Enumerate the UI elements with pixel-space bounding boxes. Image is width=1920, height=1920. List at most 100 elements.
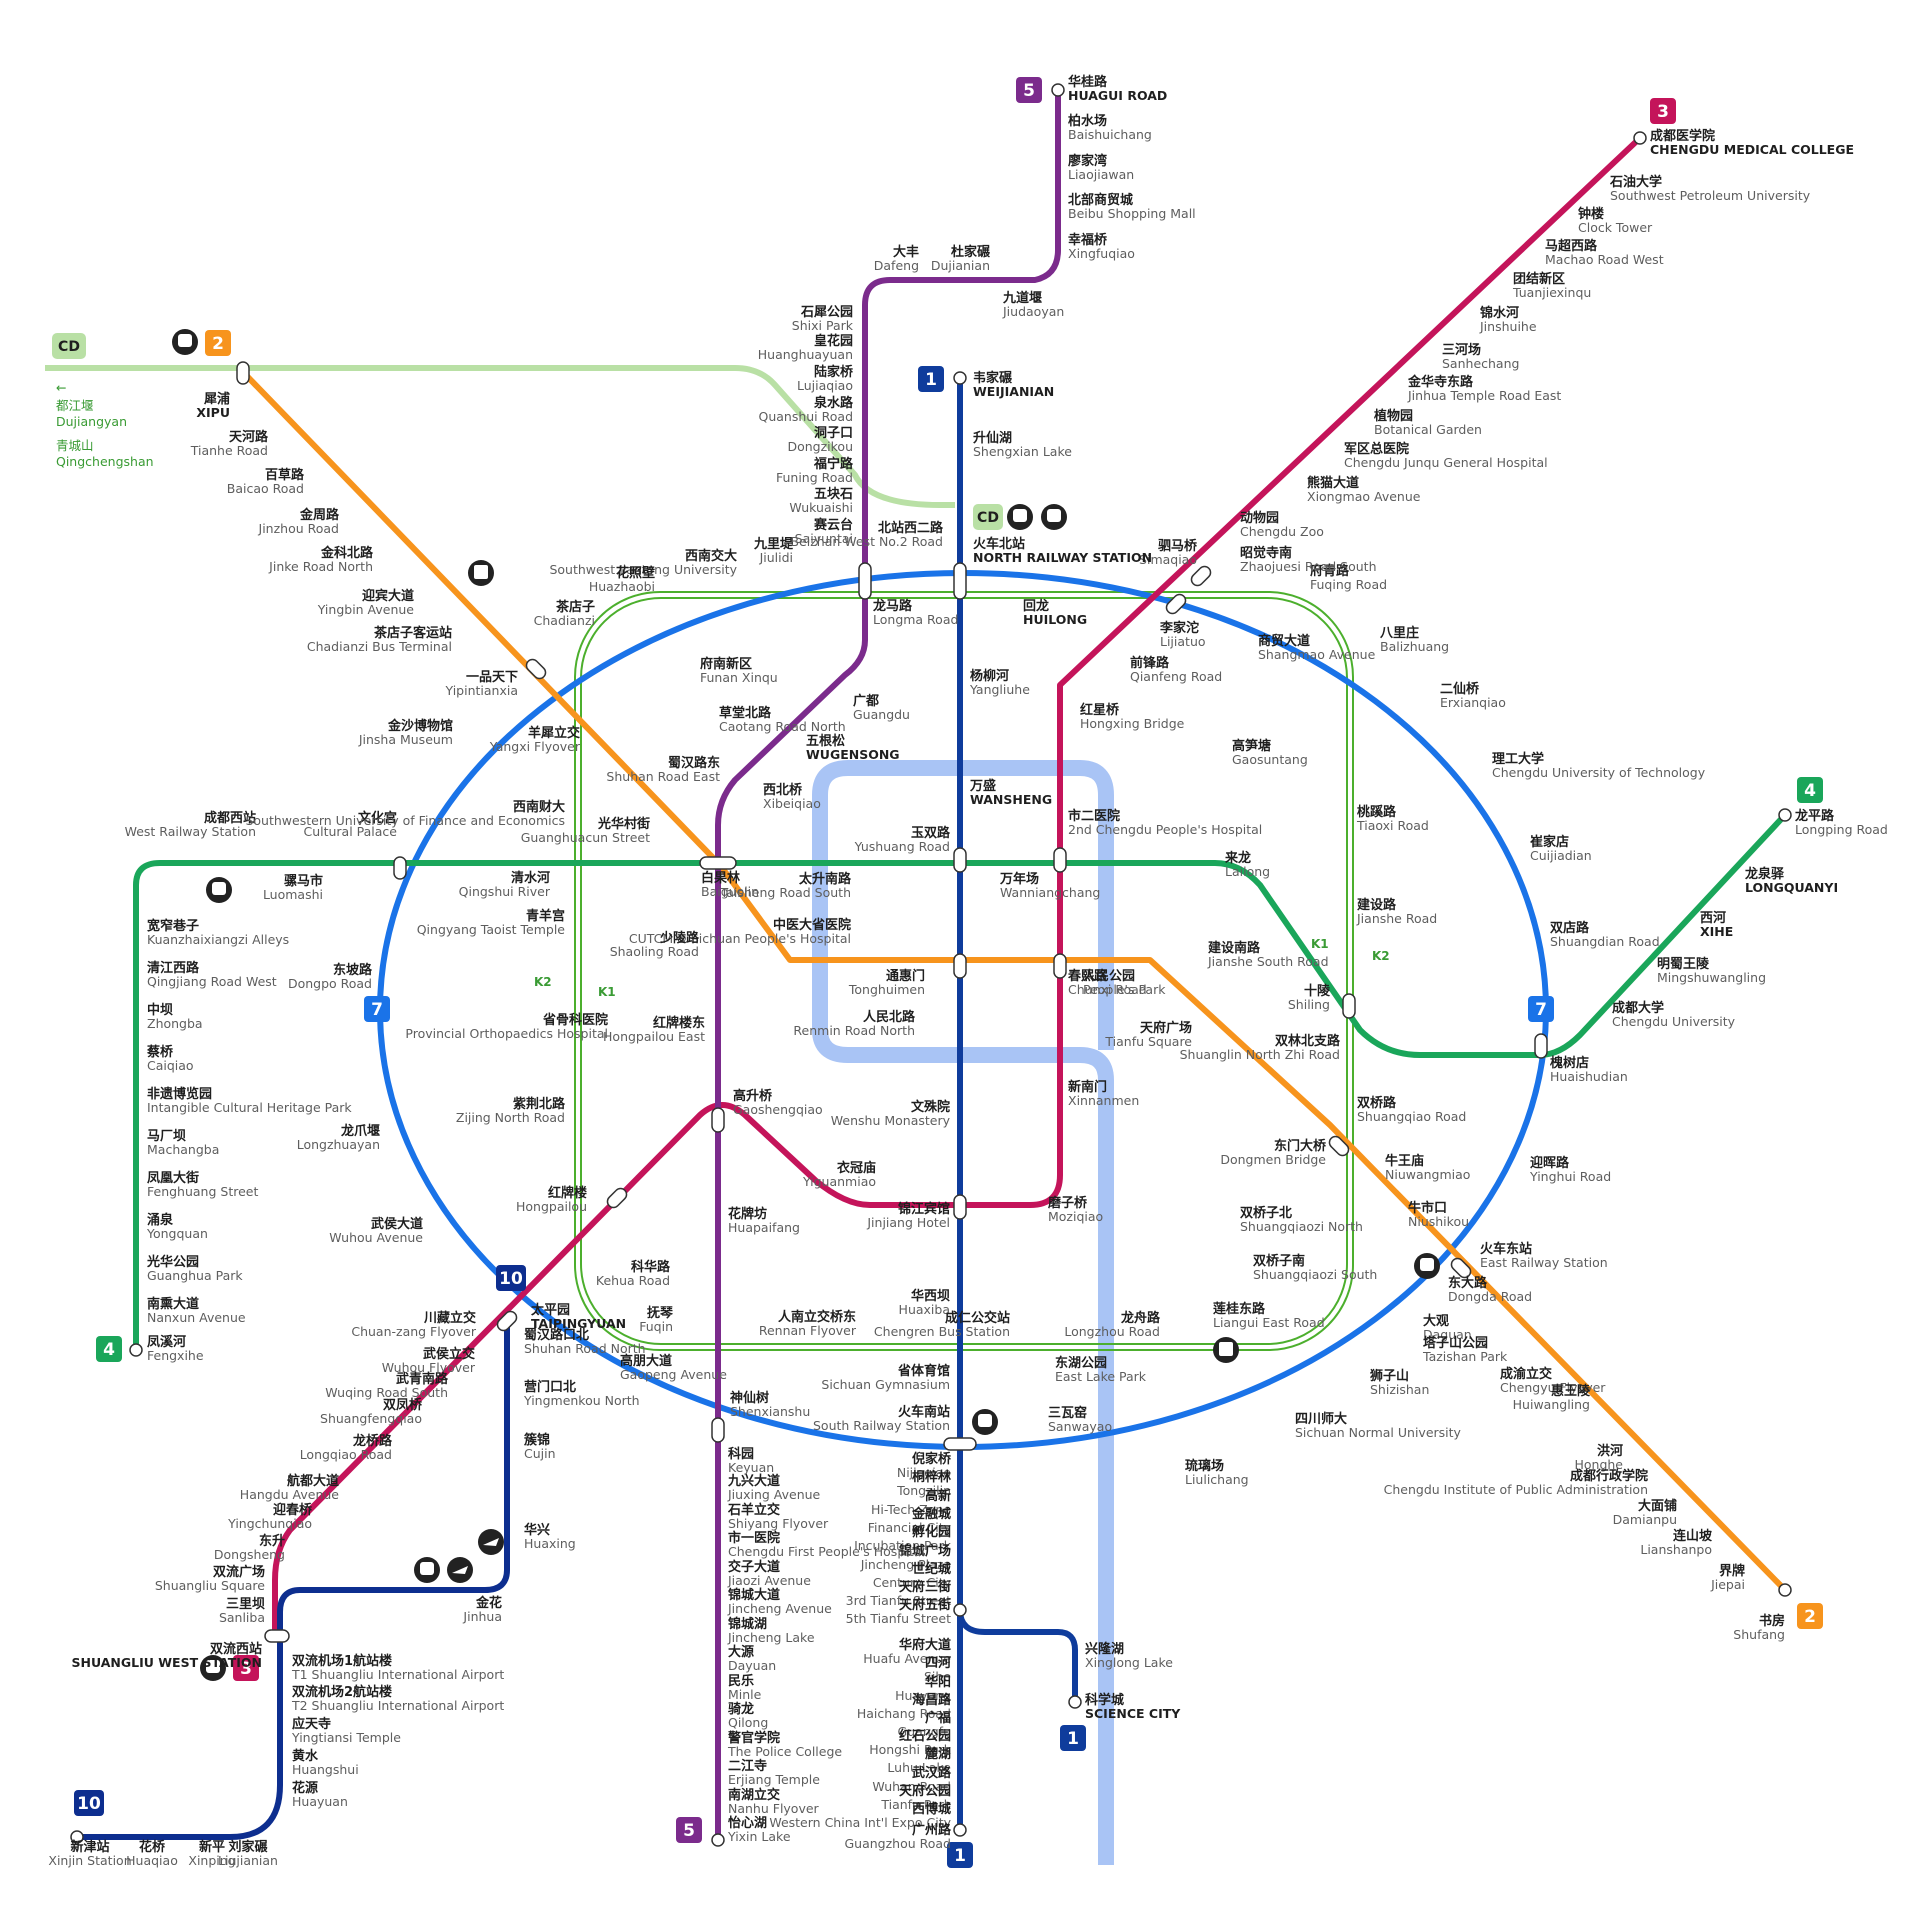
station-name-zh: 马厂坝 — [147, 1129, 186, 1144]
station-name-zh: 武侯大道 — [371, 1216, 423, 1232]
station-name-zh: 陆家桥 — [814, 364, 854, 380]
interchange-east-railway — [1450, 1257, 1472, 1279]
station-name-zh: 双流机场2航站楼 — [292, 1684, 392, 1700]
station-name-en: Dongda Road — [1448, 1289, 1532, 1304]
station-name-zh: 中坝 — [147, 1002, 173, 1018]
station-name-en: Intangible Cultural Heritage Park — [147, 1100, 352, 1115]
station-name-zh: 清江西路 — [147, 960, 200, 976]
station-name-en: Chengdu Zoo — [1240, 524, 1324, 539]
station-name-en: Qilong — [728, 1715, 768, 1730]
station-name-zh: 迎晖路 — [1530, 1155, 1570, 1171]
line-3 — [272, 135, 1643, 1640]
station-name-zh: 成都医学院 — [1650, 128, 1715, 144]
station-name-en: Huaqiao — [126, 1853, 178, 1868]
station-name-en: Luhu Lake — [887, 1760, 951, 1775]
station-name-en: Tianfu Park — [880, 1797, 951, 1812]
station-name-zh: 南湖立交 — [728, 1787, 780, 1803]
station-name-en: Huaxiba — [899, 1302, 950, 1317]
station-name-zh: 华阳 — [925, 1674, 951, 1690]
station-name-zh: 凤凰大街 — [147, 1170, 199, 1186]
station-name-en: Hi-Tech Zone — [871, 1502, 951, 1517]
station-name-en: Jianshe Road — [1356, 911, 1437, 926]
station-name-en: Baishuichang — [1068, 127, 1152, 142]
station-name-zh: 孵化园 — [912, 1524, 951, 1540]
station-name-en: 2nd Chengdu People's Hospital — [1068, 822, 1262, 837]
station-name-zh: 西南财大 — [513, 799, 565, 815]
station-name-en: Keyuan — [728, 1460, 774, 1475]
station-name-zh: 羊犀立交 — [528, 725, 580, 741]
station-name-en: Jinshuihe — [1479, 319, 1537, 334]
station-name-en: Shangmao Avenue — [1258, 647, 1376, 662]
station-name-zh: 五根松 — [806, 733, 845, 749]
train-icon — [414, 1557, 440, 1583]
interchange-wanniangchang — [1342, 993, 1356, 1019]
badge-line-10-bottom — [74, 1790, 104, 1816]
station-name-zh: 建设南路 — [1208, 940, 1261, 956]
station-name-zh: 省体育馆 — [897, 1363, 950, 1379]
station-name-en: Chengdu Institute of Public Administrati… — [1384, 1482, 1648, 1497]
station-name-en: Jiaozi Avenue — [727, 1573, 811, 1588]
station-name-en: Funing Road — [776, 470, 853, 485]
station-name-zh: 广福 — [925, 1710, 951, 1726]
station-name-en: Shuangqiao Road — [1357, 1109, 1466, 1124]
station-name-en: Jinhua Temple Road East — [1407, 388, 1561, 403]
station-name-zh: 四河 — [925, 1655, 951, 1671]
station-name-zh: 连山坡 — [1673, 1528, 1713, 1544]
svg-text:7: 7 — [1535, 1000, 1547, 1020]
svg-text:1: 1 — [925, 370, 937, 390]
station-name-en: Liujianian — [218, 1853, 278, 1868]
station-name-en: Botanical Garden — [1374, 422, 1482, 437]
station-name-en: Lijiatuo — [1160, 634, 1206, 649]
station-name-zh: 少陵路 — [659, 930, 700, 946]
station-name-zh: 双流广场 — [213, 1564, 265, 1580]
station-name-zh: 洞子口 — [814, 426, 853, 441]
station-name-en: Luomashi — [263, 887, 323, 902]
station-name-zh: 武青南路 — [396, 1371, 449, 1387]
station-name-en: Sanliba — [219, 1610, 265, 1625]
station-name-zh: 八里庄 — [1379, 625, 1419, 641]
svg-text:3: 3 — [240, 1659, 252, 1679]
station-name-zh: 金花 — [475, 1595, 502, 1611]
train-icon — [1007, 504, 1033, 530]
interchange-wansheng — [129, 1343, 143, 1357]
station-name-en: Xiongmao Avenue — [1307, 489, 1421, 504]
station-name-zh: 航都大道 — [287, 1473, 339, 1489]
station-name-en: Damianpu — [1613, 1512, 1677, 1527]
station-name-en: Guangzhou Road — [844, 1836, 951, 1851]
station-name-en: Cuijiadian — [1530, 848, 1592, 863]
cd-dest-zh1: 都江堰 — [56, 398, 94, 413]
line-2 — [240, 369, 1788, 1593]
station-name-zh: 太平园 — [530, 1302, 570, 1318]
station-name-en: Yinghui Road — [1529, 1169, 1611, 1184]
interchange-shenxianshu — [711, 1417, 725, 1443]
